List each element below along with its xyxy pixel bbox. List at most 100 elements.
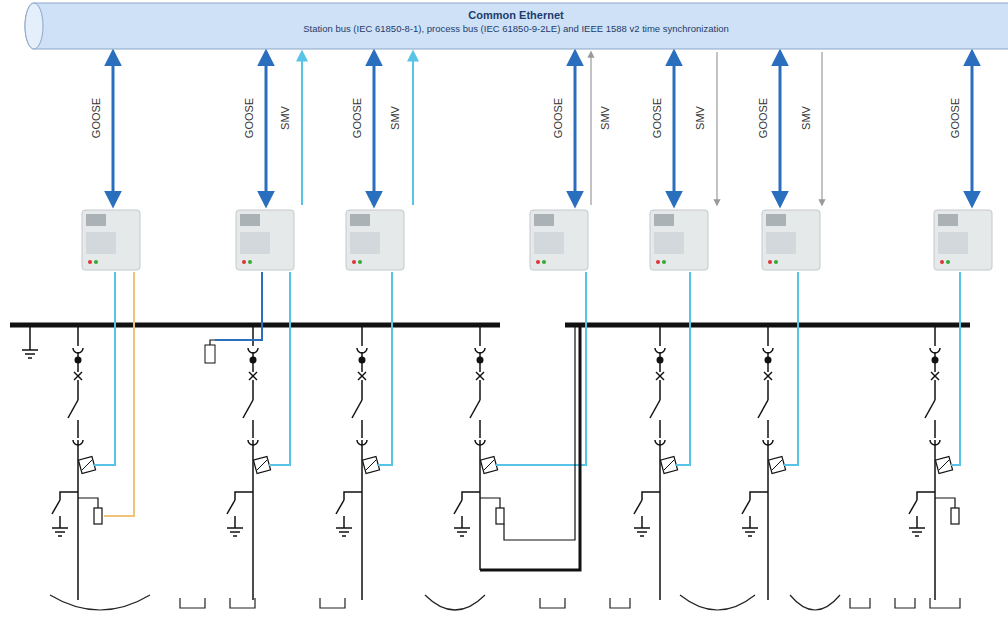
wire	[233, 535, 237, 537]
wire	[939, 460, 949, 470]
wire	[78, 498, 98, 508]
wire	[342, 535, 346, 537]
wire	[227, 527, 243, 529]
wire	[454, 527, 470, 529]
wire	[656, 372, 664, 380]
wire	[55, 531, 65, 533]
wire	[745, 531, 755, 533]
wire	[951, 272, 960, 465]
wire	[454, 500, 462, 514]
current-transformer	[78, 456, 95, 473]
cable-bracket	[610, 598, 630, 608]
current-transformer	[768, 456, 785, 473]
wire	[269, 272, 290, 465]
wire	[252, 492, 254, 600]
wire	[412, 52, 414, 205]
wire	[94, 272, 115, 465]
wire	[642, 492, 660, 500]
wire	[336, 500, 344, 514]
wire	[934, 440, 936, 492]
wire	[361, 380, 363, 400]
signal-label: GOOSE	[651, 96, 663, 140]
cable-bracket	[425, 595, 485, 610]
wire	[971, 52, 974, 205]
wire	[361, 440, 363, 492]
wire	[234, 516, 236, 528]
wire	[52, 527, 68, 529]
wire	[590, 52, 591, 205]
ied-device	[82, 210, 140, 270]
wire	[748, 535, 752, 537]
wire	[243, 400, 253, 418]
wire	[68, 400, 78, 418]
wire	[659, 380, 661, 400]
wire	[10, 323, 500, 328]
wire	[344, 492, 362, 500]
wire	[764, 372, 772, 380]
wire	[77, 492, 79, 600]
wire	[764, 372, 772, 380]
wire	[378, 272, 392, 465]
wire	[301, 52, 303, 205]
cable-bracket	[180, 598, 205, 608]
wire	[504, 325, 575, 540]
ied-device	[236, 210, 294, 270]
ied-device	[346, 210, 404, 270]
wire	[659, 492, 661, 600]
wire	[77, 380, 79, 400]
wire	[916, 516, 918, 528]
current-transformer	[362, 456, 379, 473]
wire	[767, 440, 769, 492]
wire	[361, 492, 363, 600]
wire	[52, 500, 60, 514]
signal-label: GOOSE	[90, 96, 102, 140]
wire	[358, 372, 366, 380]
wire	[640, 535, 644, 537]
wire	[909, 527, 925, 529]
wire	[749, 516, 751, 528]
wire	[480, 498, 500, 508]
cable-bracket	[895, 598, 915, 608]
bus-title: Common Ethernet	[24, 9, 1008, 21]
signal-label: GOOSE	[351, 96, 363, 140]
wire	[249, 372, 257, 380]
wire	[716, 52, 717, 205]
wire	[457, 531, 467, 533]
wire	[637, 531, 647, 533]
wire	[235, 492, 253, 500]
wire	[215, 272, 262, 340]
wire	[779, 52, 782, 205]
voltage-transformer	[496, 508, 504, 524]
wire	[934, 380, 936, 400]
wire	[265, 52, 268, 205]
wire	[909, 500, 917, 514]
ethernet-bus-bar: Common EthernetStation bus (IEC 61850-8-…	[24, 2, 1008, 50]
wire	[74, 372, 82, 380]
wire	[676, 272, 690, 465]
wire	[664, 460, 674, 470]
voltage-transformer	[94, 508, 102, 524]
wire	[104, 272, 134, 516]
signal-label: GOOSE	[949, 96, 961, 140]
wire	[58, 535, 62, 537]
wire	[479, 492, 481, 570]
wire	[343, 516, 345, 528]
wire	[361, 325, 363, 346]
current-transformer	[480, 456, 497, 473]
wire	[462, 492, 480, 500]
wire	[659, 440, 661, 492]
voltage-transformer	[205, 345, 215, 363]
wire	[227, 500, 235, 514]
wire	[358, 372, 366, 380]
ied-device	[530, 210, 588, 270]
wire	[931, 372, 939, 380]
wire	[574, 52, 577, 205]
wire	[352, 400, 362, 418]
wire	[230, 531, 240, 533]
wire	[22, 349, 38, 351]
wire	[252, 380, 254, 400]
signal-label: GOOSE	[552, 96, 564, 140]
wire	[470, 400, 480, 418]
